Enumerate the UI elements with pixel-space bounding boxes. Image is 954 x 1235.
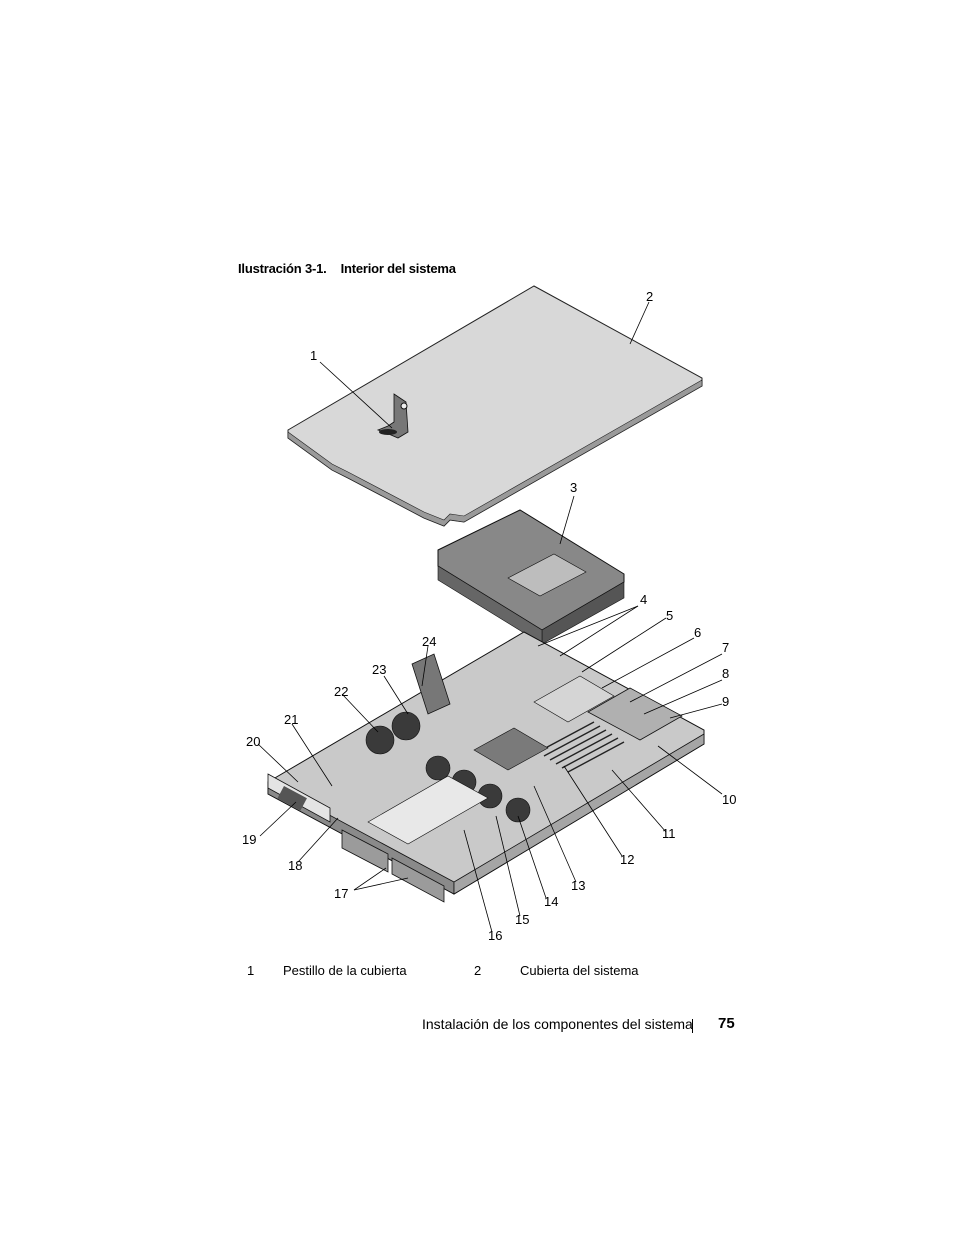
callout-3: 3 [570,480,577,495]
callout-19: 19 [242,832,256,847]
callout-13: 13 [571,878,585,893]
callout-8: 8 [722,666,729,681]
legend-number-1: 1 [247,963,255,978]
callout-5: 5 [666,608,673,623]
callout-24: 24 [422,634,436,649]
callout-16: 16 [488,928,502,943]
callout-17: 17 [334,886,348,901]
footer-section-title: Instalación de los componentes del siste… [422,1016,693,1032]
callout-22: 22 [334,684,348,699]
callout-10: 10 [722,792,736,807]
cooling-shroud [437,509,625,645]
figure-caption: Ilustración 3-1. Interior del sistema [238,261,456,276]
callout-7: 7 [722,640,729,655]
page-number: 75 [718,1015,735,1032]
figure-caption-title: Interior del sistema [340,261,456,276]
system-cover [287,285,703,527]
callout-4: 4 [640,592,647,607]
callout-labels: 1 2 3 4 5 6 7 8 9 10 11 12 13 14 15 16 1… [242,289,736,943]
legend-label-1: Pestillo de la cubierta [283,963,407,978]
callout-12: 12 [620,852,634,867]
cover-latch [376,393,409,439]
callout-1: 1 [310,348,317,363]
leader-lines [257,301,723,933]
callout-14: 14 [544,894,558,909]
callout-2: 2 [646,289,653,304]
callout-15: 15 [515,912,529,927]
figure-caption-label: Ilustración 3-1. [238,261,327,276]
callout-6: 6 [694,625,701,640]
legend-label-2: Cubierta del sistema [520,963,639,978]
callout-21: 21 [284,712,298,727]
system-interior-illustration: 1 2 3 4 5 6 7 8 9 10 11 12 13 14 15 16 1… [242,285,736,943]
callout-9: 9 [722,694,729,709]
callout-23: 23 [372,662,386,677]
callout-20: 20 [246,734,260,749]
callout-11: 11 [662,826,676,841]
chassis [267,631,705,903]
callout-18: 18 [288,858,302,873]
footer-divider [692,1019,693,1033]
legend-number-2: 2 [474,963,482,978]
